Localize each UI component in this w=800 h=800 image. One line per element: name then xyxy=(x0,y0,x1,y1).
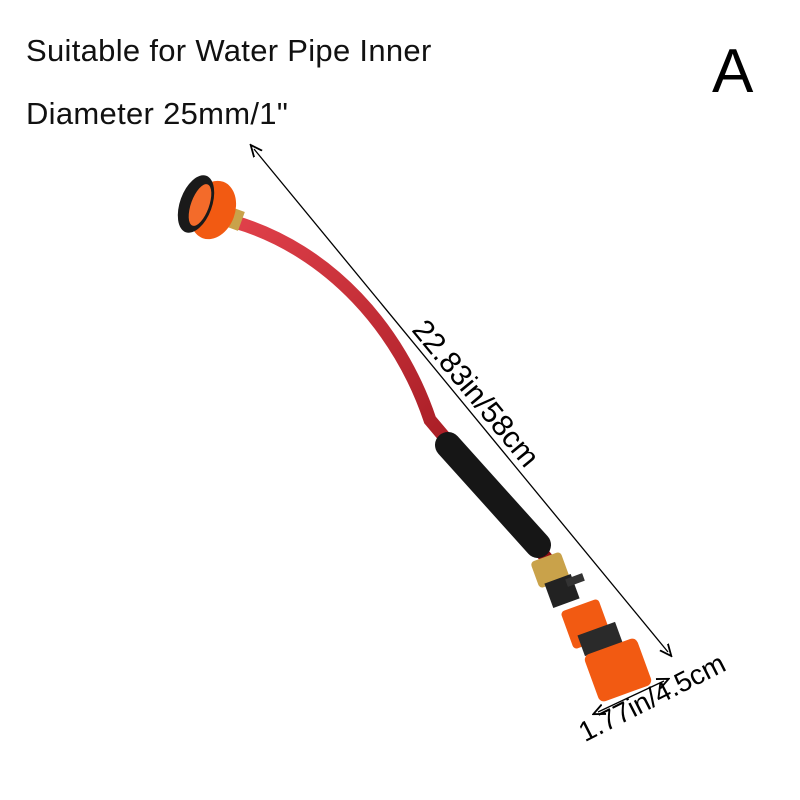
heading-line-2: Diameter 25mm/1" xyxy=(26,96,289,131)
length-dimension-line xyxy=(254,149,668,652)
variant-label: A xyxy=(712,37,754,106)
foam-grip xyxy=(435,432,551,558)
sprinkler-head xyxy=(177,175,245,240)
diameter-dimension-line xyxy=(598,681,664,712)
wand-tube xyxy=(228,215,555,567)
valve-connector xyxy=(531,552,652,702)
heading-line-1: Suitable for Water Pipe Inner xyxy=(26,33,432,68)
